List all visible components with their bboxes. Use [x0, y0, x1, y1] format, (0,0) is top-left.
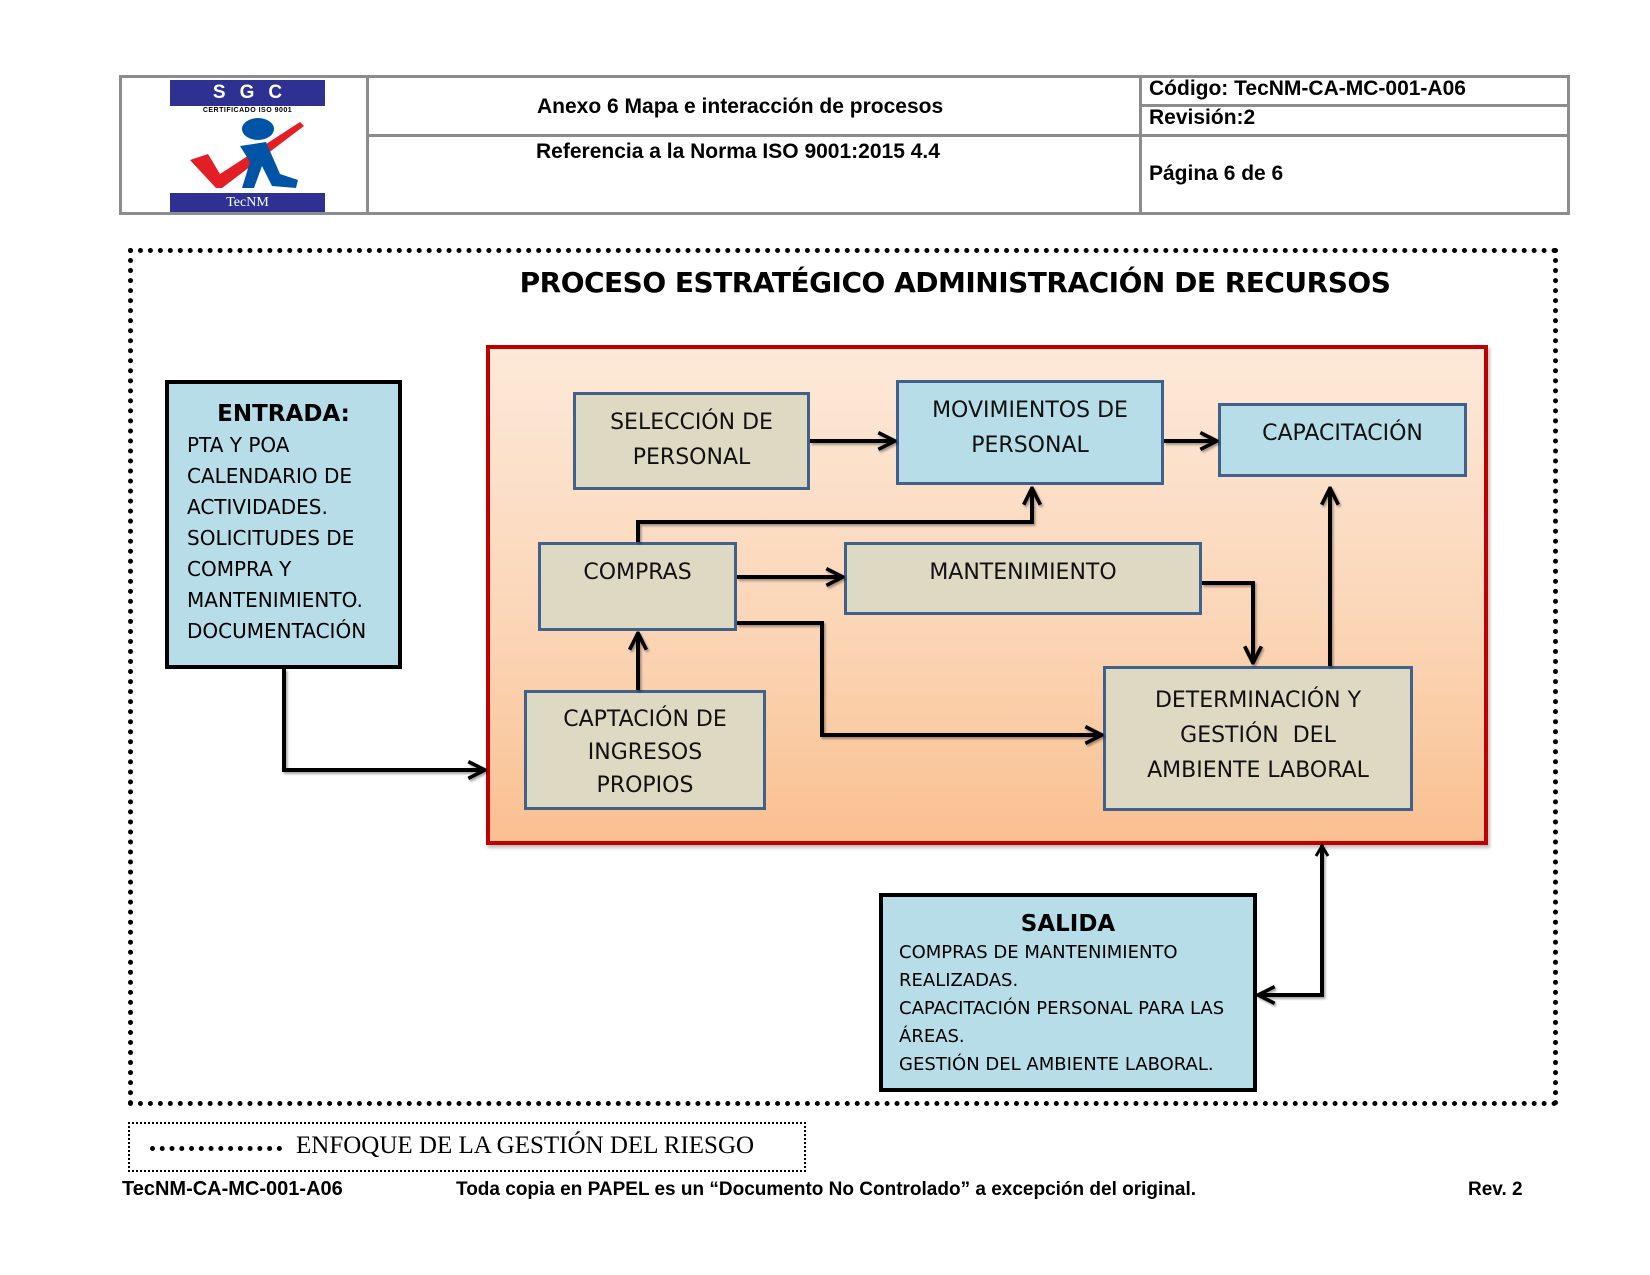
- input-heading: ENTRADA:: [217, 401, 350, 427]
- footer-revision: Rev. 2: [1468, 1179, 1523, 1200]
- output-item: COMPRAS DE MANTENIMIENTO: [899, 942, 1178, 963]
- process-label: GESTIÓN DEL: [1180, 723, 1336, 748]
- header-divider: [1142, 104, 1567, 107]
- output-heading: SALIDA: [1020, 911, 1116, 937]
- document-header: SGC CERTIFICADO ISO 9001 TecNM Anexo 6 M…: [119, 75, 1570, 215]
- document-code: Código: TecNM-CA-MC-001-A06: [1149, 77, 1466, 100]
- process-label: COMPRAS: [583, 560, 692, 585]
- input-box: ENTRADA: PTA Y POA CALENDARIO DE ACTIVID…: [165, 380, 402, 669]
- diagram-title: PROCESO ESTRATÉGICO ADMINISTRACIÓN DE RE…: [519, 266, 1391, 299]
- logo-tecnm-text: TecNM: [170, 193, 325, 212]
- output-item: GESTIÓN DEL AMBIENTE LABORAL.: [899, 1054, 1214, 1075]
- process-label: DETERMINACIÓN Y: [1154, 688, 1362, 713]
- input-item: PTA Y POA: [187, 433, 290, 457]
- process-label: MOVIMIENTOS DE: [932, 398, 1128, 423]
- output-item: REALIZADAS.: [899, 970, 1019, 991]
- process-label: CAPACITACIÓN: [1262, 421, 1423, 446]
- footer-notice: Toda copia en PAPEL es un “Documento No …: [456, 1179, 1197, 1200]
- header-divider: [1139, 78, 1142, 212]
- input-item: DOCUMENTACIÓN: [187, 619, 367, 643]
- process-capacitacion: CAPACITACIÓN: [1218, 403, 1467, 477]
- revision-number: Revisión:2: [1149, 106, 1256, 129]
- risk-management-frame: [128, 248, 1558, 1106]
- header-divider: [369, 134, 1139, 137]
- logo-cert-text: CERTIFICADO ISO 9001: [202, 107, 293, 114]
- process-label: PERSONAL: [971, 433, 1089, 458]
- process-label: SELECCIÓN DE: [610, 410, 773, 435]
- document-title: Anexo 6 Mapa e interacción de procesos: [537, 95, 944, 118]
- norm-reference: Referencia a la Norma ISO 9001:2015 4.4: [536, 140, 940, 163]
- output-item: ÁREAS.: [899, 1026, 965, 1047]
- check-person-icon: [190, 118, 304, 188]
- output-box: SALIDA COMPRAS DE MANTENIMIENTO REALIZAD…: [879, 893, 1257, 1092]
- page-number: Página 6 de 6: [1149, 162, 1284, 185]
- legend-label: ENFOQUE DE LA GESTIÓN DEL RIESGO: [296, 1132, 755, 1159]
- header-divider: [366, 78, 369, 212]
- logo-sgc-text: SGC: [170, 80, 325, 106]
- sgc-tecnm-logo: SGC CERTIFICADO ISO 9001 TecNM: [170, 80, 325, 212]
- output-item: CAPACITACIÓN PERSONAL PARA LAS: [899, 998, 1225, 1019]
- input-item: CALENDARIO DE: [187, 464, 353, 488]
- input-item: MANTENIMIENTO.: [187, 588, 363, 612]
- process-movimientos-personal: MOVIMIENTOS DE PERSONAL: [896, 380, 1164, 485]
- process-label: PROPIOS: [596, 773, 694, 798]
- process-seleccion-personal: SELECCIÓN DE PERSONAL: [573, 392, 810, 490]
- risk-legend: ENFOQUE DE LA GESTIÓN DEL RIESGO: [128, 1122, 806, 1172]
- process-label: AMBIENTE LABORAL: [1147, 758, 1369, 783]
- input-item: ACTIVIDADES.: [187, 495, 328, 519]
- process-captacion-ingresos: CAPTACIÓN DE INGRESOS PROPIOS: [524, 690, 766, 810]
- process-label: CAPTACIÓN DE: [563, 707, 727, 732]
- process-label: INGRESOS: [587, 740, 703, 765]
- dotted-line-legend-icon: [150, 1146, 282, 1151]
- process-mantenimiento: MANTENIMIENTO: [844, 542, 1202, 615]
- process-label: PERSONAL: [632, 445, 751, 470]
- process-compras: COMPRAS: [538, 542, 737, 631]
- process-determinacion-ambiente: DETERMINACIÓN Y GESTIÓN DEL AMBIENTE LAB…: [1103, 666, 1413, 811]
- input-item: COMPRA Y: [187, 557, 292, 581]
- header-divider: [1142, 134, 1567, 137]
- footer-code: TecNM-CA-MC-001-A06: [122, 1178, 343, 1200]
- input-item: SOLICITUDES DE: [187, 526, 355, 550]
- process-label: MANTENIMIENTO: [929, 560, 1117, 585]
